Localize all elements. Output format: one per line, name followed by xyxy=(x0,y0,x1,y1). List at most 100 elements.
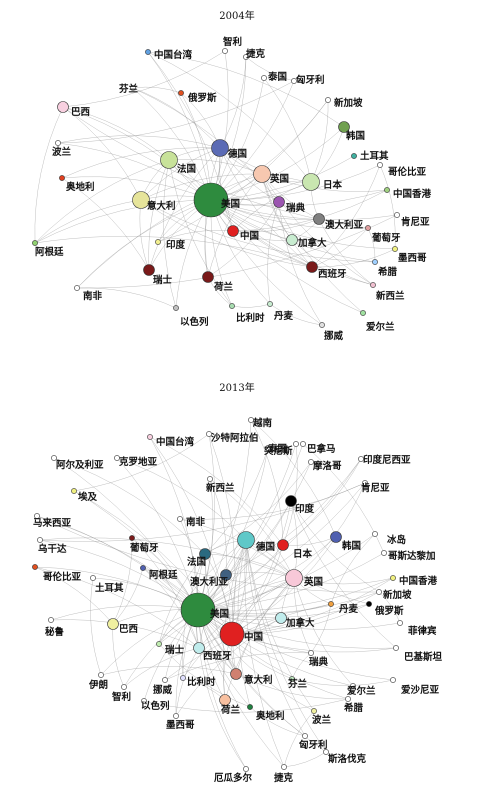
node-label: 德国 xyxy=(256,541,275,553)
node-label: 德国 xyxy=(228,148,247,160)
network-edge xyxy=(73,433,210,492)
node-label: 埃及 xyxy=(78,491,98,503)
node-label: 冰岛 xyxy=(387,534,406,546)
network-edge xyxy=(140,173,263,201)
network-edge xyxy=(168,159,233,307)
panel-title: 2013年 xyxy=(219,381,254,394)
network-node xyxy=(98,672,104,678)
network-edge xyxy=(245,539,370,605)
network-node xyxy=(211,139,229,157)
network-node xyxy=(302,173,320,191)
node-label: 巴拿马 xyxy=(307,443,336,455)
network-node xyxy=(253,165,271,183)
network-edge xyxy=(197,443,297,611)
network-edge xyxy=(197,443,304,611)
network-node xyxy=(180,592,216,628)
network-node xyxy=(397,620,403,626)
node-label: 芬兰 xyxy=(118,83,139,95)
node-label: 沙特阿拉伯 xyxy=(211,432,259,444)
network-node xyxy=(393,645,399,651)
node-label: 西班牙 xyxy=(318,268,347,280)
node-label: 瑞士 xyxy=(153,274,173,286)
network-node xyxy=(328,601,334,607)
network-node xyxy=(289,676,295,682)
network-edge xyxy=(62,106,212,201)
network-node xyxy=(160,151,178,169)
node-label: 以色列 xyxy=(141,700,170,712)
network-edge xyxy=(147,51,345,128)
node-label: 葡萄牙 xyxy=(129,542,159,554)
network-node xyxy=(293,441,299,447)
network-node xyxy=(156,641,162,647)
network-node xyxy=(140,565,146,571)
node-label: 哥伦比亚 xyxy=(43,571,82,583)
node-label: 肯尼亚 xyxy=(401,216,430,228)
node-label: 波兰 xyxy=(52,146,72,158)
node-label: 菲律宾 xyxy=(408,625,437,637)
node-label: 英国 xyxy=(270,173,289,185)
node-label: 美国 xyxy=(220,198,240,210)
network-edge xyxy=(163,159,177,309)
network-node xyxy=(285,495,297,507)
network-edge xyxy=(210,164,381,201)
network-edge xyxy=(197,609,401,630)
node-label: 泰国 xyxy=(267,443,287,455)
network-edge xyxy=(231,633,397,653)
network-node xyxy=(372,259,378,265)
node-label: 加拿大 xyxy=(285,617,315,629)
nodes-2004: 美国德国英国日本法国意大利中国瑞典澳大利亚加拿大西班牙荷兰瑞士印度比利时以色列丹… xyxy=(32,36,432,342)
network-node xyxy=(141,698,147,704)
network-edge xyxy=(282,443,298,546)
network-edge xyxy=(132,87,221,149)
network-edge xyxy=(261,173,388,192)
node-label: 克罗地亚 xyxy=(119,456,158,468)
network-edge xyxy=(210,50,229,201)
network-node xyxy=(177,516,183,522)
node-label: 突尼斯 xyxy=(264,445,293,457)
network-edge xyxy=(283,710,315,768)
network-node xyxy=(229,303,235,309)
nodes-2013: 美国中国英国德国日本法国印度韩国加拿大澳大利亚西班牙意大利巴西瑞士荷兰丹麦俄罗斯… xyxy=(32,417,443,784)
network-edge xyxy=(204,447,269,555)
network-edge xyxy=(198,577,295,649)
network-edge xyxy=(34,199,212,244)
network-edge xyxy=(310,126,345,183)
network-edge xyxy=(231,577,394,635)
node-label: 新西兰 xyxy=(376,290,405,302)
network-edge xyxy=(210,199,364,314)
network-edge xyxy=(168,158,263,175)
node-label: 印度 xyxy=(166,239,186,251)
network-node xyxy=(107,618,119,630)
network-node xyxy=(360,310,366,316)
node-label: 秘鲁 xyxy=(45,626,64,638)
node-label: 巴西 xyxy=(71,107,91,118)
network-node xyxy=(220,569,232,581)
network-node xyxy=(313,213,325,225)
network-node xyxy=(193,182,229,218)
network-edge xyxy=(310,603,332,654)
node-label: 新加坡 xyxy=(383,589,412,601)
node-label: 巴基斯坦 xyxy=(404,651,443,663)
network-edge xyxy=(197,577,394,612)
network-edge xyxy=(34,566,114,625)
network-edge xyxy=(53,457,206,555)
node-label: 捷克 xyxy=(274,772,294,784)
network-edge xyxy=(61,147,221,179)
network-edge xyxy=(210,199,374,286)
node-label: 韩国 xyxy=(342,540,361,552)
network-edge xyxy=(310,99,329,183)
node-label: 南非 xyxy=(83,290,103,302)
node-label: 中国台湾 xyxy=(156,436,195,448)
network-node xyxy=(243,766,249,772)
node-label: 阿根廷 xyxy=(149,569,178,581)
network-node xyxy=(162,677,168,683)
network-edge xyxy=(210,56,247,201)
node-label: 印度 xyxy=(295,503,315,515)
network-edge xyxy=(142,567,200,649)
network-edge xyxy=(197,609,247,770)
network-edge xyxy=(149,436,233,635)
network-node xyxy=(311,708,317,714)
node-label: 肯尼亚 xyxy=(361,482,390,494)
node-label: 智利 xyxy=(112,691,131,703)
network-edge xyxy=(140,199,376,263)
